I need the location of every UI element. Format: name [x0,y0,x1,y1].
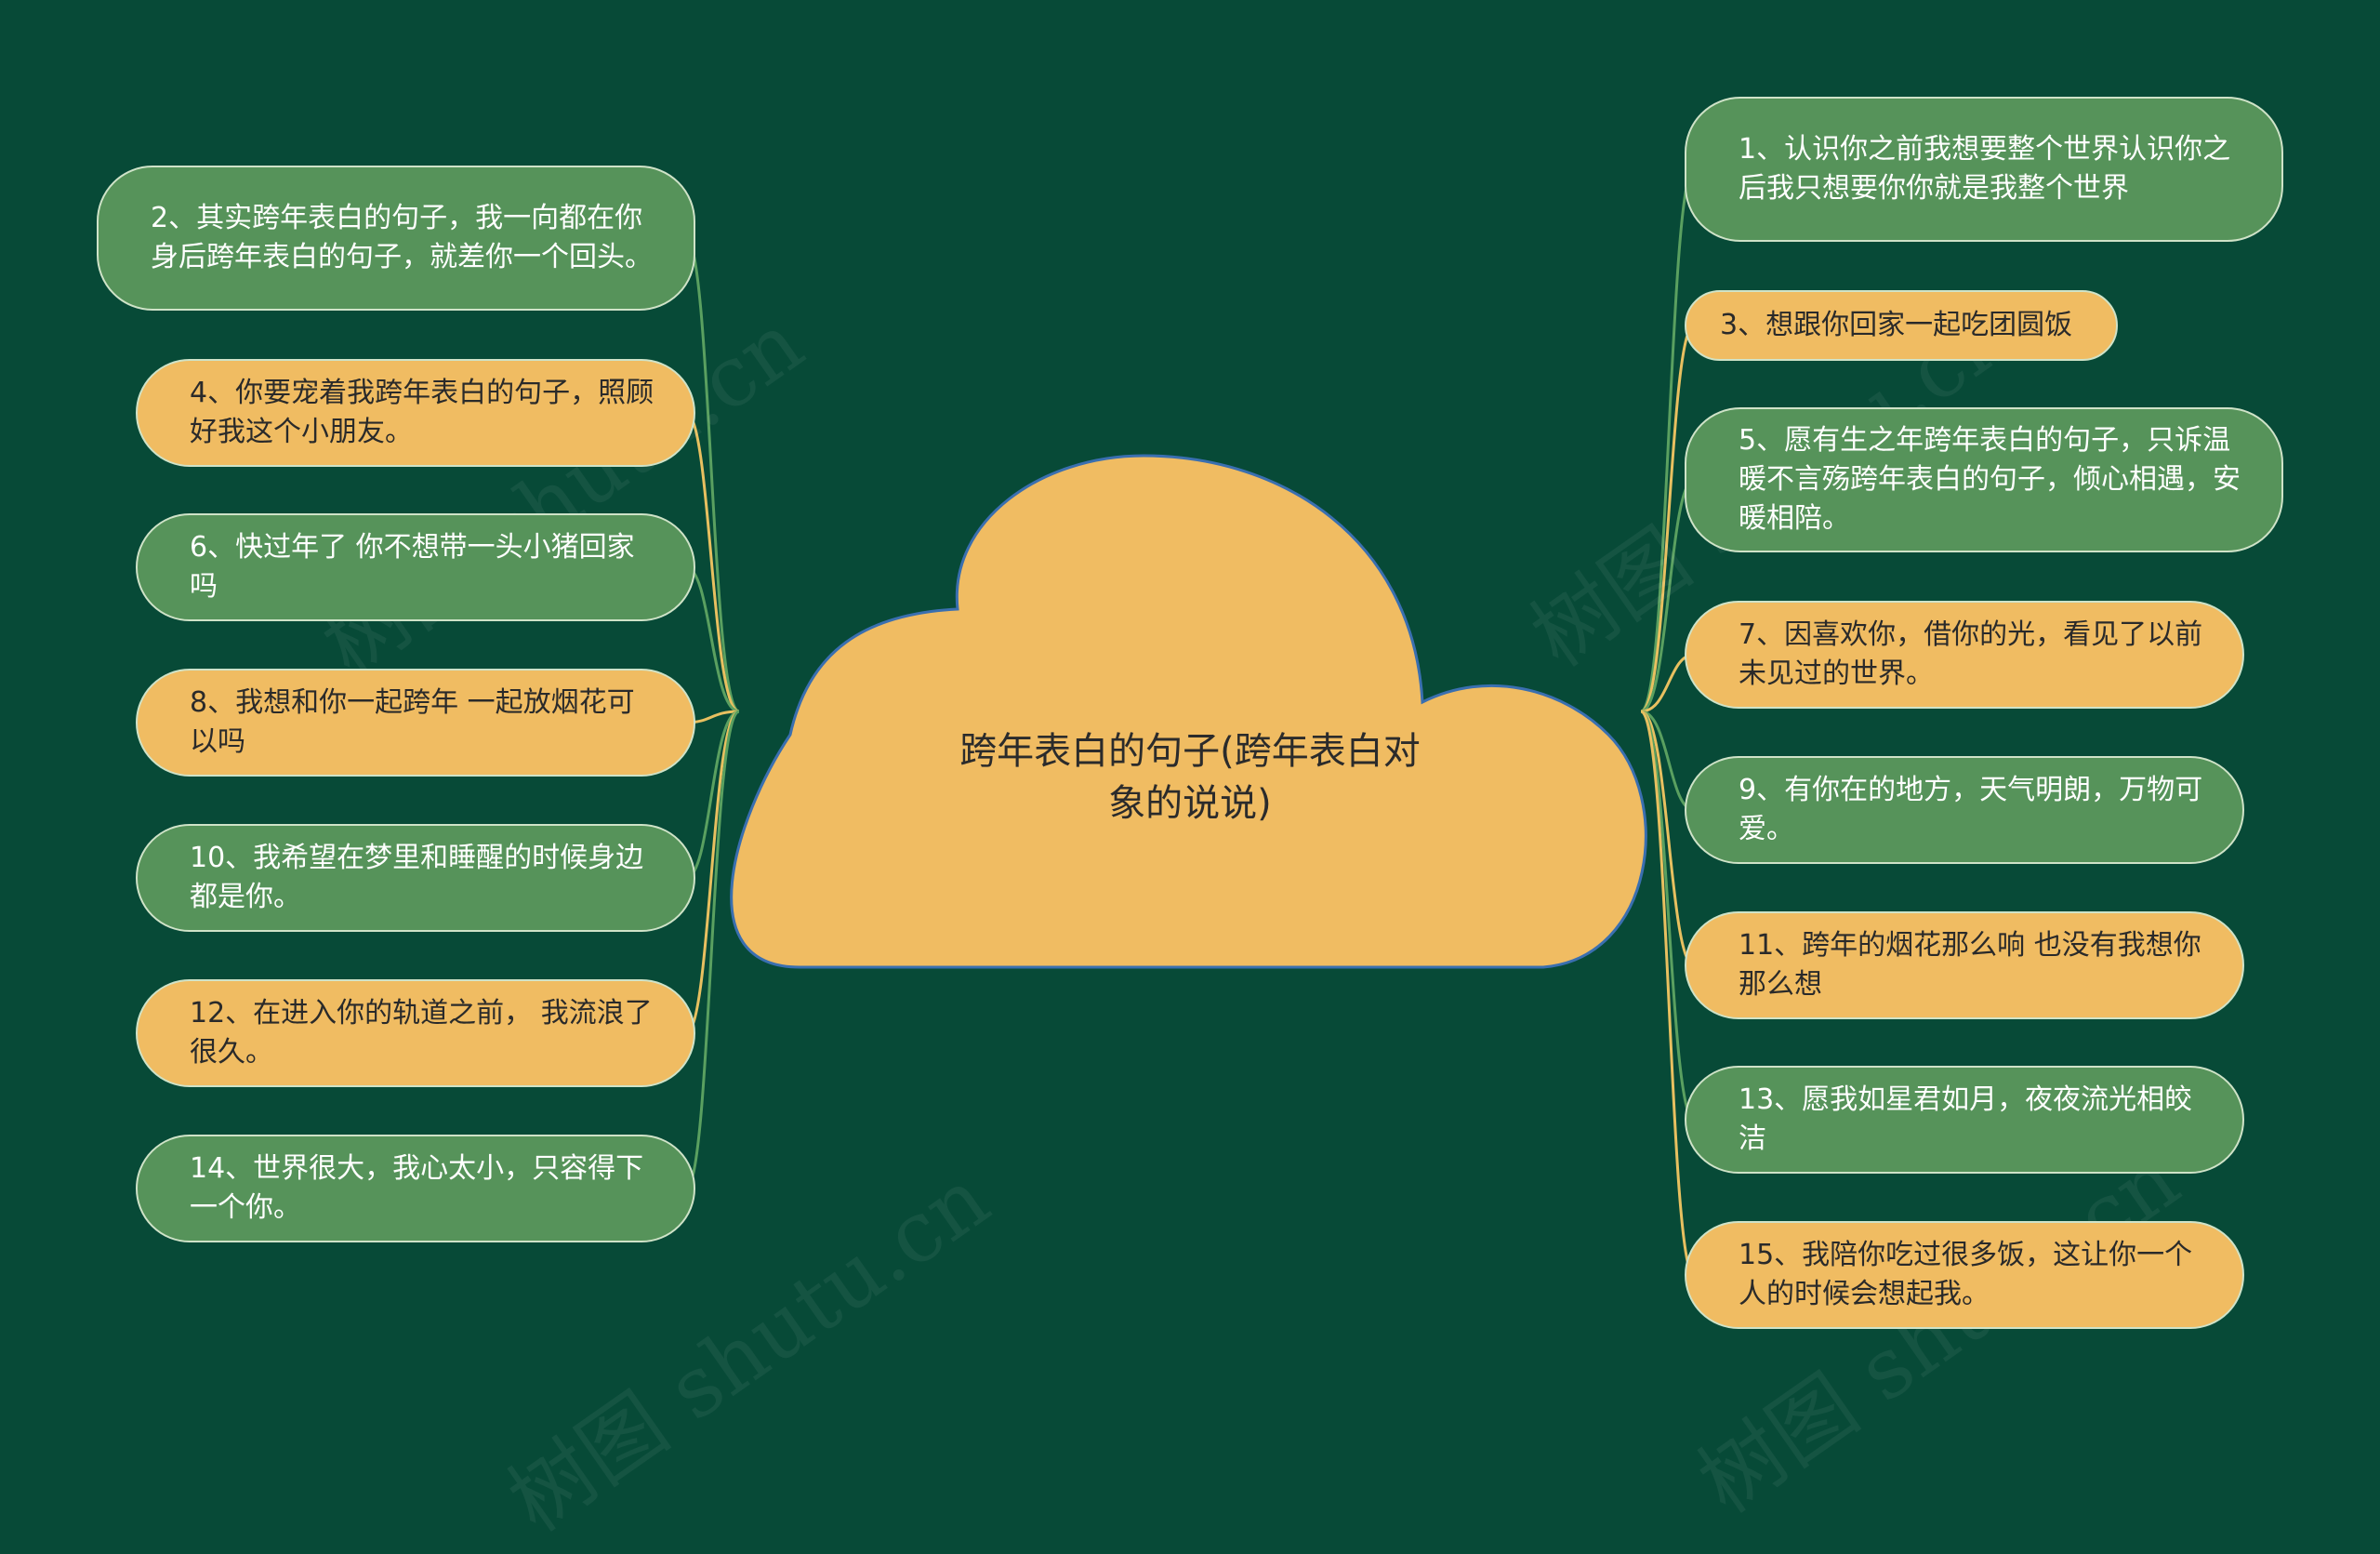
node-text: 3、想跟你回家一起吃团圆饭 [1720,309,2073,341]
right-node-13[interactable]: 13、愿我如星君如月，夜夜流光相皎洁 [1685,1066,2244,1174]
node-text: 12、在进入你的轨道之前， 我流浪了很久。 [190,997,653,1069]
connector-line [684,236,740,713]
node-text: 15、我陪你吃过很多饭，这让你一个人的时候会想起我。 [1739,1239,2193,1310]
node-text: 1、认识你之前我想要整个世界认识你之后我只想要你你就是我整个世界 [1739,133,2231,205]
right-node-5[interactable]: 5、愿有生之年跨年表白的句子，只诉温暖不言殇跨年表白的句子，倾心相遇，安暖相陪。 [1685,407,2283,552]
connector-line [685,710,740,1035]
center-title: 跨年表白的句子(跨年表白对象的说说) [959,730,1421,825]
node-text: 14、世界很大，我心太小，只容得下一个你。 [190,1152,644,1224]
center-cloud[interactable] [730,454,1647,969]
node-text: 13、愿我如星君如月，夜夜流光相皎洁 [1739,1083,2193,1155]
node-text: 11、跨年的烟花那么响 也没有我想你那么想 [1739,929,2202,1001]
node-text: 5、愿有生之年跨年表白的句子，只诉温暖不言殇跨年表白的句子，倾心相遇，安暖相陪。 [1739,424,2241,535]
mindmap-canvas [684,167,1696,1277]
connector-line [1640,167,1696,713]
left-node-10[interactable]: 10、我希望在梦里和睡醒的时候身边都是你。 [136,824,695,932]
right-node-3[interactable]: 3、想跟你回家一起吃团圆饭 [1685,290,2118,361]
right-node-7[interactable]: 7、因喜欢你，借你的光，看见了以前未见过的世界。 [1685,601,2244,709]
left-node-6[interactable]: 6、快过年了 你不想带一头小猪回家吗 [136,513,695,621]
node-text: 4、你要宠着我跨年表白的句子，照顾好我这个小朋友。 [190,377,654,448]
connector-line [684,710,740,1190]
left-node-8[interactable]: 8、我想和你一起跨年 一起放烟花可以吗 [136,669,695,777]
node-text: 9、有你在的地方，天气明朗，万物可爱。 [1739,774,2203,845]
connector-line [1640,710,1695,1122]
left-node-4[interactable]: 4、你要宠着我跨年表白的句子，照顾好我这个小朋友。 [136,359,695,467]
connector-line [1639,710,1696,1277]
right-node-15[interactable]: 15、我陪你吃过很多饭，这让你一个人的时候会想起我。 [1685,1221,2244,1329]
right-node-9[interactable]: 9、有你在的地方，天气明朗，万物可爱。 [1685,756,2244,864]
node-text: 6、快过年了 你不想带一头小猪回家吗 [190,531,635,603]
connector-line [1640,710,1695,967]
right-node-1[interactable]: 1、认识你之前我想要整个世界认识你之后我只想要你你就是我整个世界 [1685,97,2283,242]
left-node-12[interactable]: 12、在进入你的轨道之前， 我流浪了很久。 [136,979,695,1087]
node-text: 8、我想和你一起跨年 一起放烟花可以吗 [190,686,635,758]
right-node-11[interactable]: 11、跨年的烟花那么响 也没有我想你那么想 [1685,911,2244,1019]
connector-line [685,565,740,713]
node-text: 2、其实跨年表白的句子，我一向都在你身后跨年表白的句子，就差你一个回头。 [151,202,653,273]
node-text: 7、因喜欢你，借你的光，看见了以前未见过的世界。 [1739,618,2203,690]
left-node-2[interactable]: 2、其实跨年表白的句子，我一向都在你身后跨年表白的句子，就差你一个回头。 [97,166,695,311]
node-text: 10、我希望在梦里和睡醒的时候身边都是你。 [190,842,644,913]
left-node-14[interactable]: 14、世界很大，我心太小，只容得下一个你。 [136,1135,695,1242]
connector-line [1640,324,1695,713]
connector-line [685,411,740,713]
